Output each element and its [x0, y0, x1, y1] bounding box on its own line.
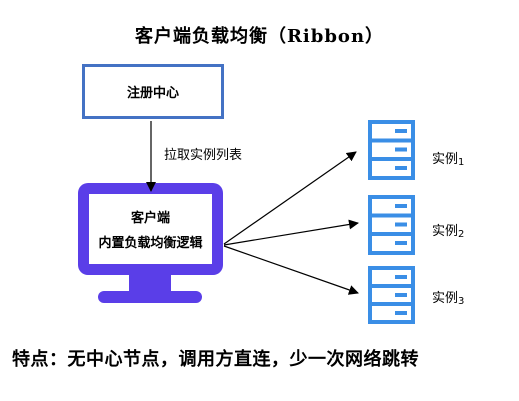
server-icon	[368, 120, 415, 180]
monitor-neck	[129, 275, 171, 293]
client-label: 客户端	[130, 211, 170, 226]
client-to-instance-2-arrow	[223, 219, 359, 246]
server-icon	[368, 266, 415, 324]
client-monitor-icon: 客户端 内置负载均衡逻辑	[78, 183, 223, 275]
instance-3-label: 实例3	[432, 291, 465, 307]
client-to-instance-1-arrow	[223, 151, 357, 245]
registry-node: 注册中心	[82, 64, 224, 119]
monitor-base	[98, 291, 202, 303]
client-lb-label: 内置负载均衡逻辑	[98, 236, 203, 251]
instance-1-label: 实例1	[432, 152, 465, 168]
diagram-title: 客户端负载均衡（Ribbon）	[134, 26, 385, 47]
registry-label: 注册中心	[126, 86, 179, 101]
client-to-instance-3-arrow	[223, 245, 359, 295]
instance-2-label: 实例2	[432, 224, 465, 240]
pull-instance-list-label: 拉取实例列表	[164, 148, 243, 163]
features-caption: 特点：无中心节点，调用方直连，少一次网络跳转	[12, 349, 419, 370]
server-icon	[368, 195, 415, 255]
